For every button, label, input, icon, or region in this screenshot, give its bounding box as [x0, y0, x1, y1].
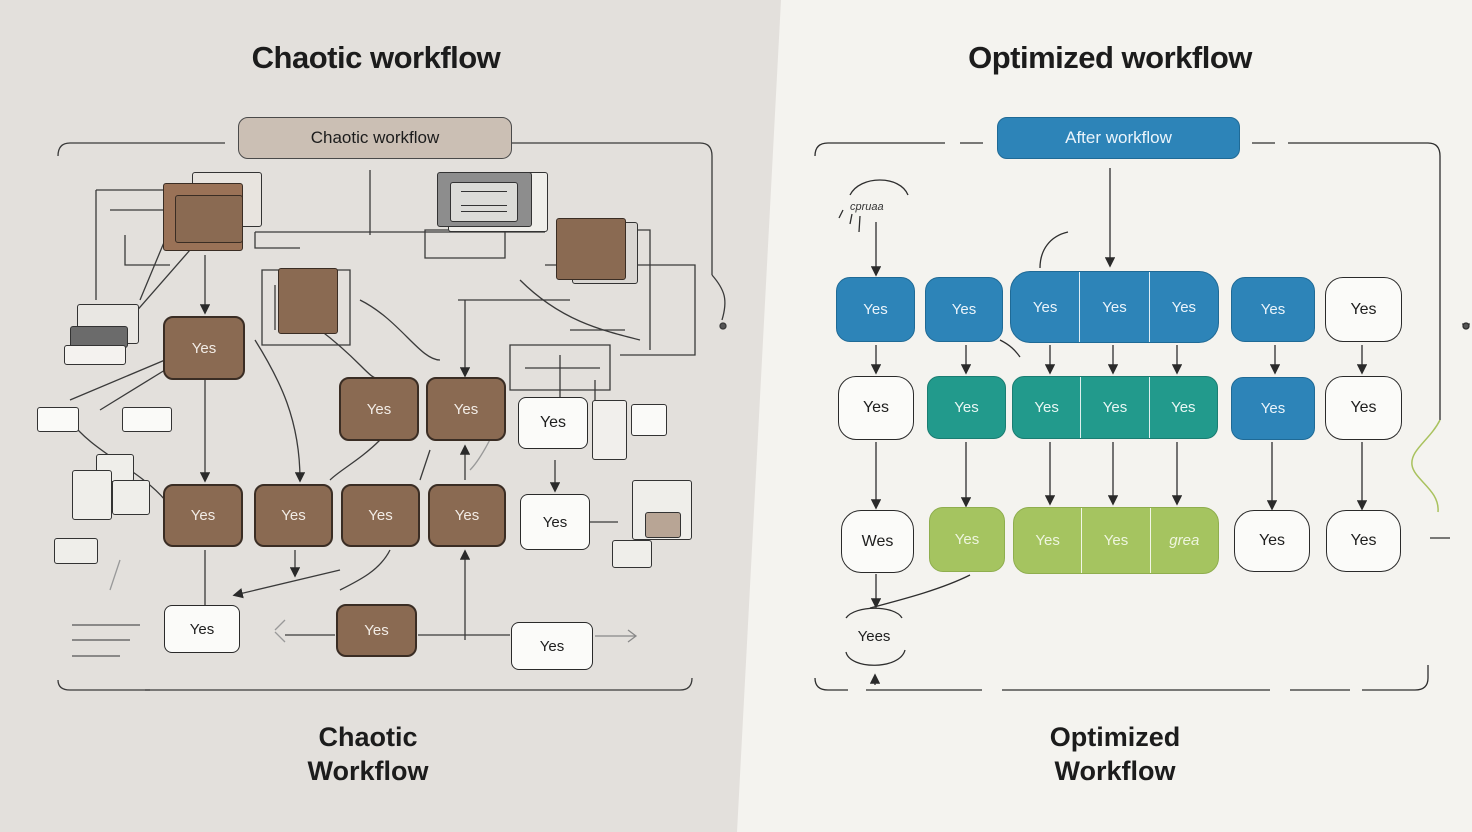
- optimized-node: Yes: [1325, 376, 1402, 440]
- document-stack-icon: [612, 540, 652, 568]
- chaotic-node: Yes: [341, 484, 420, 547]
- chaotic-caption-line1: Chaotic: [318, 722, 418, 752]
- document-stack-icon: [64, 345, 126, 365]
- chaotic-node: Yes: [511, 622, 593, 670]
- optimized-node: Yes: [1148, 377, 1217, 438]
- optimized-node-group: Yes Yes Yes: [1010, 271, 1219, 343]
- optimized-node: Yes: [1080, 377, 1148, 438]
- document-stack-icon: [112, 480, 150, 515]
- chaotic-node: Yes: [163, 484, 243, 547]
- optimized-node: Yes: [1035, 532, 1060, 549]
- optimized-node: Yes: [927, 376, 1006, 439]
- chaotic-node: Yes: [339, 377, 419, 441]
- document-stack-icon: [175, 195, 243, 243]
- document-stack-icon: [556, 218, 626, 280]
- document-stack-icon: [631, 404, 667, 436]
- document-stack-icon: [278, 268, 338, 334]
- optimized-caption-line1: Optimized: [1049, 722, 1181, 752]
- chaotic-node: Yes: [520, 494, 590, 550]
- optimized-title: Optimized workflow: [968, 40, 1252, 75]
- document-stack-icon: [592, 400, 627, 460]
- optimized-node: Yes: [929, 507, 1005, 572]
- document-stack-icon: [122, 407, 172, 432]
- chaotic-node: Yes: [163, 316, 245, 380]
- document-stack-icon: [645, 512, 681, 538]
- chaotic-node: Yes: [336, 604, 417, 657]
- optimized-node: grea: [1149, 508, 1218, 573]
- document-stack-icon: [37, 407, 79, 432]
- document-stack-icon: [54, 538, 98, 564]
- optimized-node: Yes: [838, 376, 914, 440]
- optimized-node: Yes: [1231, 277, 1315, 342]
- chaotic-caption-line2: Workflow: [307, 756, 429, 786]
- chaotic-node: Yes: [518, 397, 588, 449]
- optimized-caption: Optimized Workflow: [1005, 720, 1225, 788]
- optimized-node: Yes: [1325, 277, 1402, 342]
- optimized-node: Yes: [1079, 272, 1148, 342]
- chaotic-node: Yes: [164, 605, 240, 653]
- chaotic-header-box: Chaotic workflow: [238, 117, 512, 159]
- chaotic-node: Yes: [428, 484, 506, 547]
- optimized-end-node: Yees: [857, 627, 891, 645]
- optimized-node: Yes: [1326, 510, 1401, 572]
- optimized-caption-line2: Workflow: [1054, 756, 1176, 786]
- optimized-node: Yes: [1148, 272, 1218, 342]
- optimized-header-box: After workflow: [997, 117, 1240, 159]
- optimized-node: Yes: [925, 277, 1003, 342]
- optimized-node: Yes: [1081, 508, 1149, 573]
- optimized-node-group: Yes Yes Yes: [1012, 376, 1218, 439]
- optimized-node: Yes: [1034, 399, 1059, 416]
- optimized-node: Yes: [1032, 298, 1058, 316]
- chaotic-node: Yes: [426, 377, 506, 441]
- optimized-node: Yes: [836, 277, 915, 342]
- start-label: cpruaa: [850, 201, 884, 213]
- optimized-node: Yes: [1231, 377, 1315, 440]
- optimized-node: Yes: [1234, 510, 1310, 572]
- document-stack-icon: [450, 182, 518, 222]
- optimized-node-group: Yes Yes grea: [1013, 507, 1219, 574]
- chaotic-caption: Chaotic Workflow: [268, 720, 468, 788]
- document-stack-icon: [72, 470, 112, 520]
- chaotic-title: Chaotic workflow: [251, 40, 501, 75]
- optimized-node: Wes: [841, 510, 914, 573]
- chaotic-node: Yes: [254, 484, 333, 547]
